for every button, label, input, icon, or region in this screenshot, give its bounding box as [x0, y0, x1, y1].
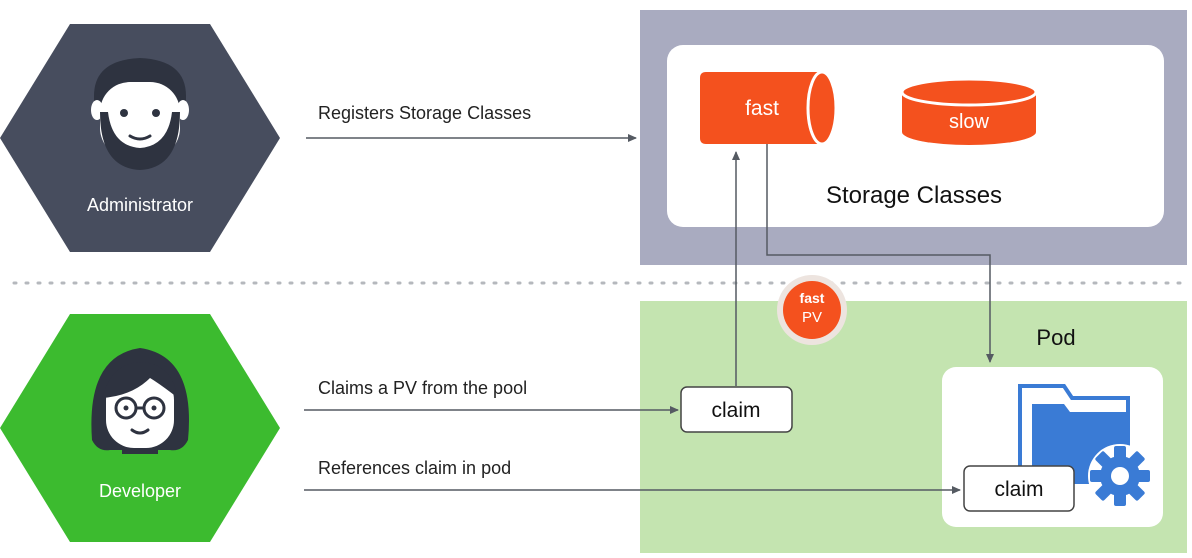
fast-pv-badge-line1: fast: [800, 290, 825, 306]
administrator-avatar-icon: [91, 58, 189, 170]
references-label: References claim in pod: [318, 458, 511, 478]
fast-to-pod-arrow: [766, 144, 994, 363]
pod-title: Pod: [1036, 325, 1075, 350]
pod-claim-label: claim: [994, 478, 1043, 501]
fast-pv-badge: fast PV: [777, 275, 847, 345]
storage-classes-title: Storage Classes: [826, 182, 1002, 209]
administrator-label: Administrator: [87, 195, 193, 215]
developer-role: Developer: [0, 314, 280, 542]
developer-avatar-icon: [91, 348, 189, 454]
developer-label: Developer: [99, 481, 181, 501]
fast-pv-badge-line2: PV: [802, 309, 822, 326]
slow-label: slow: [949, 111, 990, 133]
claim-box-label: claim: [711, 399, 760, 422]
claims-label: Claims a PV from the pool: [318, 378, 527, 398]
slow-storage-class: slow: [900, 77, 1038, 145]
claim-box: claim: [680, 386, 793, 433]
references-arrow: References claim in pod: [304, 458, 961, 494]
claims-arrow: Claims a PV from the pool: [304, 378, 679, 414]
administrator-role: Administrator: [0, 24, 280, 252]
registers-arrow: Registers Storage Classes: [306, 103, 637, 142]
registers-label: Registers Storage Classes: [318, 103, 531, 123]
pod-volume-settings-icon: [1018, 384, 1152, 508]
fast-label: fast: [745, 97, 779, 120]
pod-claim-box: claim: [963, 465, 1075, 512]
fast-storage-class: fast: [700, 70, 838, 146]
